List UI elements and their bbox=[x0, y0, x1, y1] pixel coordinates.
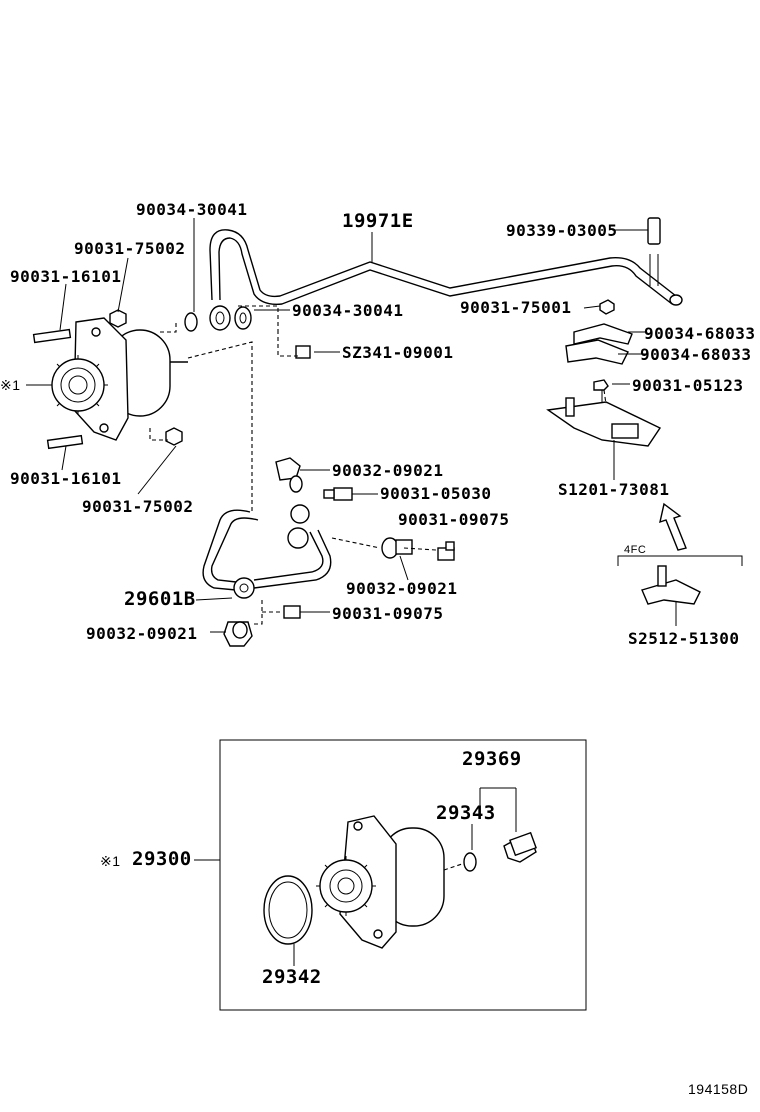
stud-bolts bbox=[32, 309, 183, 450]
fittings bbox=[223, 345, 455, 647]
label-90034-68033-a: 90034-68033 bbox=[644, 324, 756, 343]
label-90339-03005: 90339-03005 bbox=[506, 221, 618, 240]
label-mark-1-bot: ※1 bbox=[100, 853, 121, 869]
label-90031-75002-top: 90031-75002 bbox=[74, 239, 186, 258]
label-29369: 29369 bbox=[462, 748, 522, 770]
label-90031-05030: 90031-05030 bbox=[380, 484, 492, 503]
label-s2512-51300: S2512-51300 bbox=[628, 629, 740, 648]
hose-clamps bbox=[565, 299, 633, 404]
dashed-leaders bbox=[149, 305, 607, 625]
label-90032-09021-a: 90032-09021 bbox=[332, 461, 444, 480]
label-90031-05123: 90031-05123 bbox=[632, 376, 744, 395]
bracket bbox=[546, 397, 662, 447]
up-arrow bbox=[659, 502, 687, 551]
label-90032-09021-c: 90032-09021 bbox=[86, 624, 198, 643]
label-4fc: 4FC bbox=[624, 544, 647, 556]
label-29342: 29342 bbox=[262, 966, 322, 988]
4fc-inset bbox=[617, 555, 743, 605]
label-90034-68033-b: 90034-68033 bbox=[640, 345, 752, 364]
label-29343: 29343 bbox=[436, 802, 496, 824]
label-mark-1-top: ※1 bbox=[0, 377, 21, 393]
pipe-29601b bbox=[202, 504, 332, 599]
label-ref-code: 194158D bbox=[688, 1081, 749, 1097]
label-90034-30041-top: 90034-30041 bbox=[136, 200, 248, 219]
label-29300: 29300 bbox=[132, 848, 192, 870]
leader-lines bbox=[26, 218, 677, 633]
pin bbox=[647, 217, 661, 286]
label-sz341-09001: SZ341-09001 bbox=[342, 343, 454, 362]
label-90031-16101-top: 90031-16101 bbox=[10, 267, 122, 286]
label-90031-75002-bot: 90031-75002 bbox=[82, 497, 194, 516]
label-90034-30041-mid: 90034-30041 bbox=[292, 301, 404, 320]
label-90031-75001: 90031-75001 bbox=[460, 298, 572, 317]
label-90031-09075-b: 90031-09075 bbox=[332, 604, 444, 623]
label-29601b: 29601B bbox=[124, 588, 196, 610]
vacuum-pump-top bbox=[48, 317, 188, 441]
label-90031-09075-a: 90031-09075 bbox=[398, 510, 510, 529]
label-19971e: 19971E bbox=[342, 210, 414, 232]
label-90031-16101-bot: 90031-16101 bbox=[10, 469, 122, 488]
vacuum-hose bbox=[209, 229, 683, 306]
label-s1201-73081: S1201-73081 bbox=[558, 480, 670, 499]
gaskets bbox=[184, 305, 252, 332]
pump-assembly-inset bbox=[194, 739, 587, 1011]
label-90032-09021-b: 90032-09021 bbox=[346, 579, 458, 598]
